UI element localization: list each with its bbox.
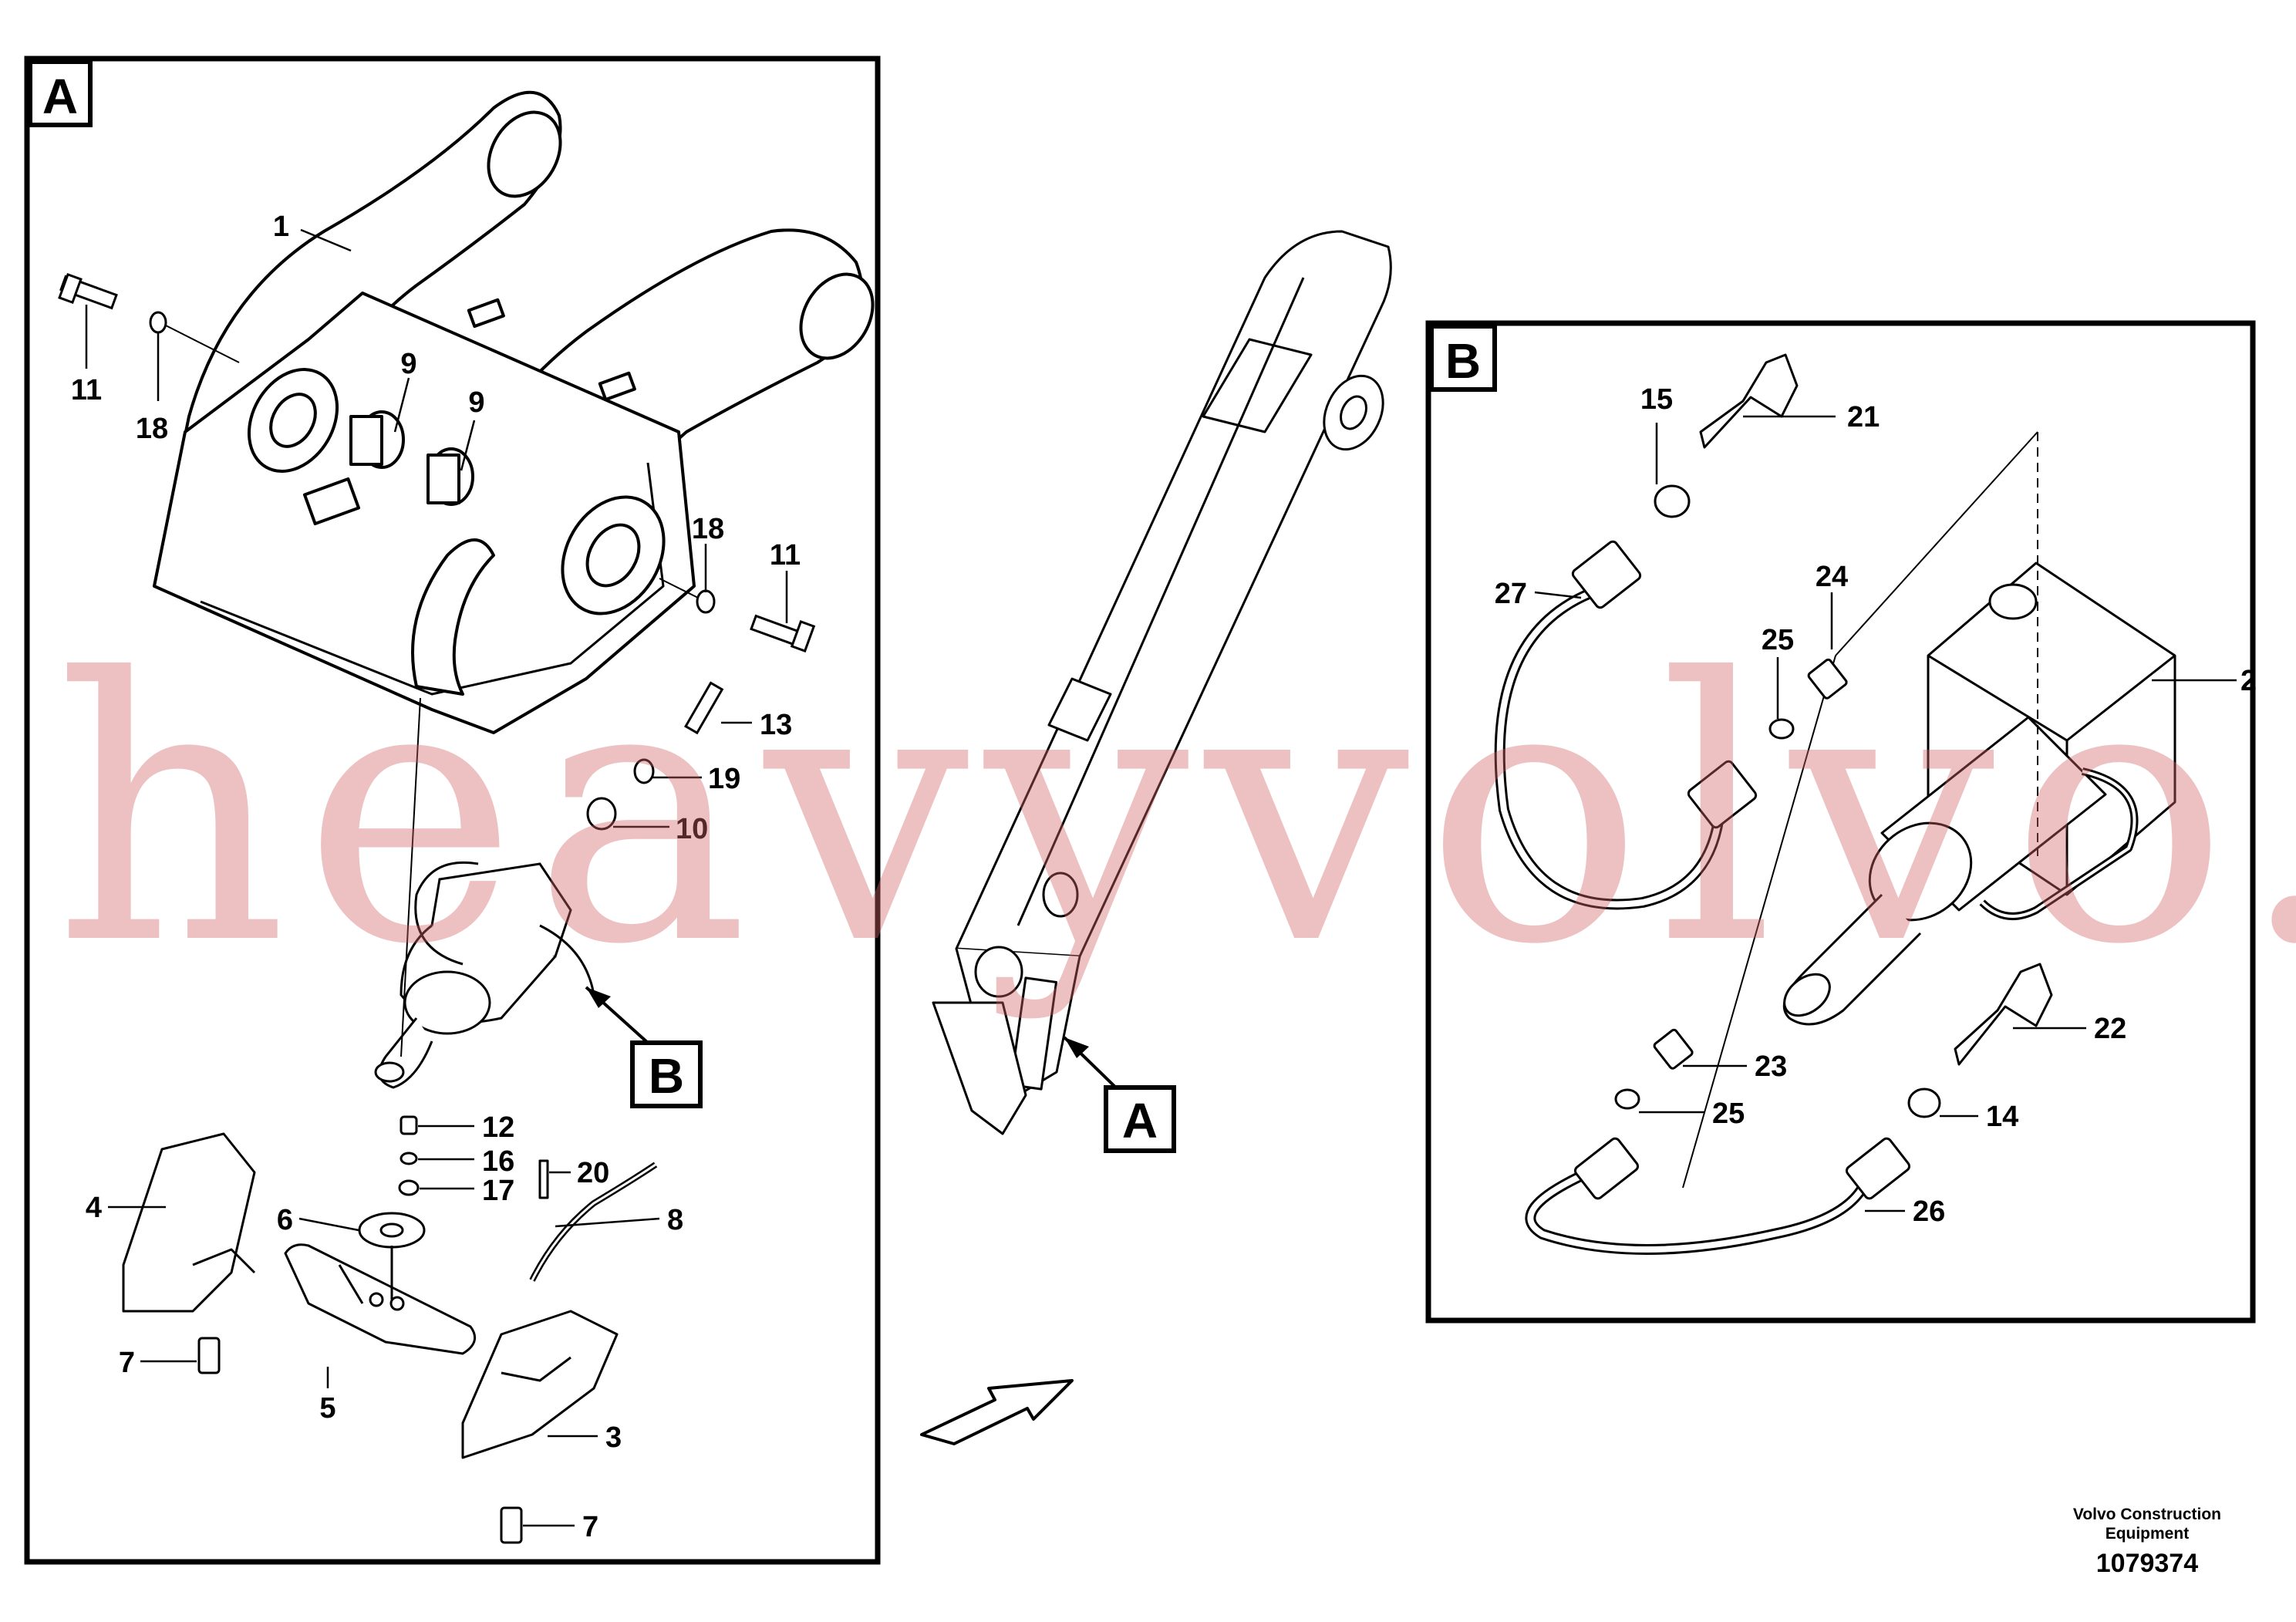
part-label-21: 21 (1847, 401, 1880, 433)
panel-a-label: A (42, 69, 78, 124)
panel-a: A (24, 56, 881, 1565)
part-label-11-left: 11 (71, 374, 102, 406)
panel-b-tag-box (1429, 324, 1497, 392)
part-label-20: 20 (577, 1157, 609, 1189)
callout-a-link: A (1063, 1036, 1176, 1153)
bolt-11-left (58, 272, 240, 363)
document-number: 1079374 (2095, 1549, 2199, 1578)
part-label-15: 15 (1640, 383, 1673, 416)
callout-b-label: B (649, 1048, 684, 1104)
boom-and-arm (932, 230, 1392, 1135)
part-label-6: 6 (277, 1204, 293, 1236)
part-label-18-right: 18 (692, 513, 724, 545)
part-label-8: 8 (667, 1204, 683, 1236)
part-label-10: 10 (676, 813, 708, 845)
leaders-b (1534, 415, 2237, 1212)
brand-line-2: Equipment (2105, 1525, 2190, 1543)
part-label-26: 26 (1913, 1195, 1945, 1228)
part-label-9-a: 9 (400, 348, 416, 380)
part-label-9-b: 9 (468, 386, 484, 419)
quick-coupler-frame (153, 90, 875, 734)
part-label-27: 27 (1495, 578, 1527, 610)
part-label-7-bottom: 7 (582, 1511, 598, 1543)
callout-b-box (630, 1040, 703, 1108)
part-label-25-upper: 25 (1762, 624, 1794, 656)
part-label-11-right: 11 (770, 539, 801, 572)
part-label-19: 19 (708, 763, 740, 795)
callout-a-box (1104, 1085, 1176, 1153)
panel-a-tag-box (28, 59, 93, 127)
wear-blocks-and-plates (122, 1115, 658, 1544)
part-label-5: 5 (319, 1392, 335, 1425)
part-label-18-left: 18 (136, 413, 168, 445)
part-label-12: 12 (482, 1111, 514, 1144)
part-label-14: 14 (1986, 1101, 2018, 1133)
callout-a-label: A (1122, 1093, 1158, 1148)
part-label-17: 17 (482, 1175, 514, 1207)
part-label-4: 4 (86, 1192, 102, 1224)
part-numbers-a: 1 11 18 9 9 18 11 13 19 10 12 16 17 20 6… (71, 211, 801, 1543)
part-label-7-left: 7 (119, 1347, 135, 1379)
part-label-25-lower: 25 (1712, 1098, 1745, 1130)
footer-block: Volvo Construction Equipment 1079374 (2073, 1505, 2221, 1580)
lock-cylinder-assembly (374, 681, 724, 1089)
part-label-3: 3 (605, 1421, 622, 1454)
part-numbers-b: 15 21 27 24 25 2 22 23 25 14 26 (1495, 383, 2257, 1228)
panel-b: B (1425, 320, 2256, 1324)
part-label-13: 13 (760, 709, 792, 741)
part-label-16: 16 (482, 1145, 514, 1178)
leaders-a (85, 228, 788, 1527)
panel-b-hydraulics (1494, 353, 2176, 1255)
part-label-24: 24 (1816, 561, 1848, 593)
part-label-2: 2 (2240, 665, 2257, 697)
panel-b-label: B (1445, 333, 1481, 389)
bolt-11-right (659, 578, 816, 653)
brand-line-1: Volvo Construction (2072, 1506, 2221, 1523)
callout-b-link: B (585, 986, 703, 1108)
part-label-1: 1 (273, 211, 289, 243)
part-label-22: 22 (2094, 1013, 2126, 1045)
part-label-23: 23 (1755, 1050, 1787, 1083)
view-direction-arrow-icon (920, 1379, 1074, 1445)
